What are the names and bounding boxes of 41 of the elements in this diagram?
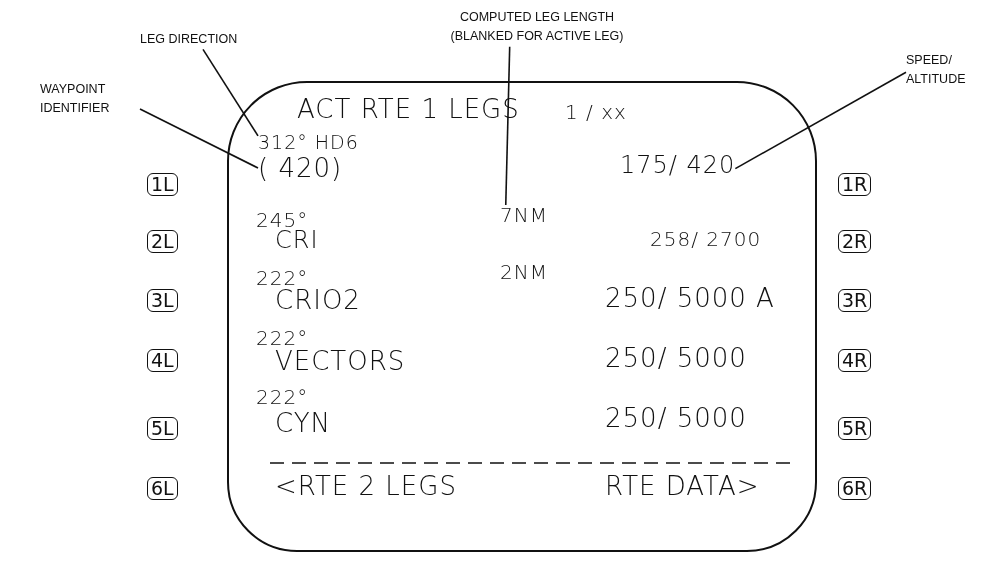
display-text: VECTORS [275, 348, 406, 374]
line-select-key: 4L [147, 349, 178, 372]
display-text: <RTE 2 LEGS [275, 473, 457, 499]
display-text: 250/ 5000 [605, 345, 747, 371]
display-screen [227, 81, 817, 552]
display-text: 222° [256, 328, 309, 348]
line-select-key: 6L [147, 477, 178, 500]
line-select-key: 2R [838, 230, 872, 253]
display-text: CRI [275, 228, 319, 252]
display-text: 245° [256, 210, 309, 230]
display-text: 175/ 420 [620, 153, 736, 177]
line-select-key: 3L [147, 289, 178, 312]
leader-line [504, 45, 511, 206]
leader-line [734, 71, 907, 170]
line-select-key: 4R [838, 349, 872, 372]
display-text: RTE DATA> [605, 473, 760, 499]
line-select-key: 1L [147, 173, 178, 196]
line-select-key: 2L [147, 230, 178, 253]
display-text: 222° [256, 387, 309, 407]
display-text: 312° HD6 [258, 133, 359, 152]
callout-text: WAYPOINT IDENTIFIER [40, 80, 140, 119]
page-number: 1 / xx [565, 102, 627, 122]
display-text: 250/ 5000 A [605, 285, 775, 311]
display-text: CYN [275, 410, 332, 436]
callout-text: LEG DIRECTION [140, 30, 280, 50]
display-text: ( 420) [258, 155, 343, 181]
line-select-key: 5L [147, 417, 178, 440]
display-text: 7NM [500, 205, 548, 225]
display-text: 258/ 2700 [650, 229, 762, 249]
callout-text: SPEED/ ALTITUDE [906, 51, 986, 90]
display-text: 2NM [500, 262, 548, 282]
line-select-key: 1R [838, 173, 872, 196]
display-text: 250/ 5000 [605, 405, 747, 431]
line-select-key: 3R [838, 289, 872, 312]
callout-text: COMPUTED LEG LENGTH (BLANKED FOR ACTIVE LEG) [432, 8, 642, 47]
display-text: 222° [256, 268, 309, 288]
display-text: CRIO2 [275, 287, 361, 313]
leader-line [139, 108, 259, 169]
line-select-key: 5R [838, 417, 872, 440]
leader-line [202, 48, 259, 137]
line-select-key: 6R [838, 477, 872, 500]
